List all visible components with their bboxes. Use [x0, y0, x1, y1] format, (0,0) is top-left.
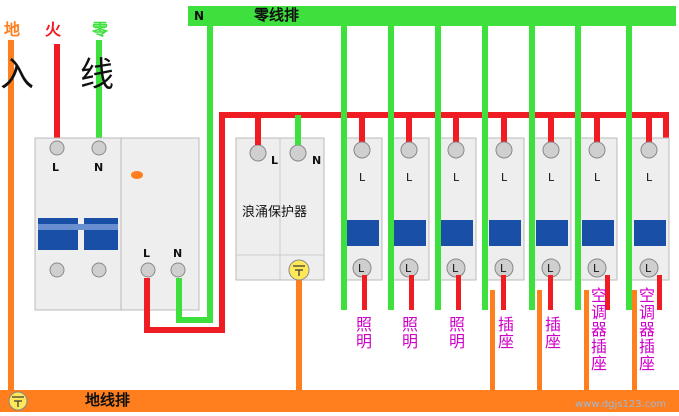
branch-7-bottom-l: L: [645, 262, 652, 275]
main-breaker-l-label: L: [52, 161, 60, 174]
watermark: www.dgjs123.com: [575, 399, 667, 410]
neutral-top-label: 零: [92, 20, 109, 39]
branch-breaker-1: [341, 18, 383, 310]
rcd-module: [120, 137, 200, 311]
branch-4-bottom-l: L: [500, 262, 507, 275]
rcd-n-label: N: [173, 247, 183, 260]
incoming-label-right: 线: [80, 55, 114, 95]
main-breaker-n-label: N: [94, 161, 104, 174]
branch-breaker-6: [575, 18, 618, 395]
branch-3-bottom-l: L: [452, 262, 459, 275]
neutral-busbar: [188, 6, 676, 26]
branch-5-top-l: L: [548, 171, 555, 184]
spd-neutral-wire: [295, 115, 301, 145]
ground-top-label: 地: [4, 20, 21, 39]
spd-live-wire: [255, 115, 261, 145]
incoming-label-left: 入: [0, 55, 34, 95]
circuit-label-1: 照明: [353, 316, 372, 350]
branch-breaker-2: [388, 18, 430, 310]
spd-ground-icon: [288, 259, 310, 281]
branch-breaker-7: [626, 18, 670, 395]
spd-ground-wire: [296, 278, 302, 393]
ground-busbar: [0, 390, 679, 412]
ground-bus-label: 地线排: [85, 391, 131, 409]
branch-4-top-l: L: [501, 171, 508, 184]
main-breaker: [34, 137, 122, 311]
branch-breaker-3: [435, 18, 477, 310]
branch-5-bottom-l: L: [547, 262, 554, 275]
branch-3-top-l: L: [453, 171, 460, 184]
branch-1-bottom-l: L: [358, 262, 365, 275]
circuit-label-6: 空调器插座: [588, 287, 607, 372]
spd-l-label: L: [271, 154, 279, 167]
circuit-label-3: 照明: [446, 316, 465, 350]
branch-1-top-l: L: [359, 171, 366, 184]
ground-icon: [8, 391, 28, 411]
incoming-neutral-wire: [96, 40, 102, 144]
branch-2-top-l: L: [406, 171, 413, 184]
branch-6-top-l: L: [594, 171, 601, 184]
spd-n-label: N: [312, 154, 322, 167]
incoming-ground-wire: [8, 40, 14, 402]
circuit-label-2: 照明: [399, 316, 418, 350]
neutral-bus-label: 零线排: [254, 6, 300, 24]
branch-7-top-l: L: [646, 171, 653, 184]
incoming-live-wire: [54, 44, 60, 144]
branch-6-bottom-l: L: [593, 262, 600, 275]
rcd-output-wires: [144, 18, 669, 333]
spd-label: 浪涌保护器: [242, 205, 308, 220]
circuit-label-7: 空调器插座: [636, 287, 655, 372]
spd-module: [235, 137, 325, 281]
branch-breaker-5: [529, 18, 572, 395]
circuit-label-4: 插座: [495, 316, 514, 350]
branch-breaker-4: [482, 18, 525, 395]
live-top-label: 火: [45, 20, 62, 39]
neutral-bus-n-label: N: [194, 9, 205, 23]
rcd-l-label: L: [143, 247, 151, 260]
circuit-label-5: 插座: [542, 316, 561, 350]
branch-2-bottom-l: L: [405, 262, 412, 275]
